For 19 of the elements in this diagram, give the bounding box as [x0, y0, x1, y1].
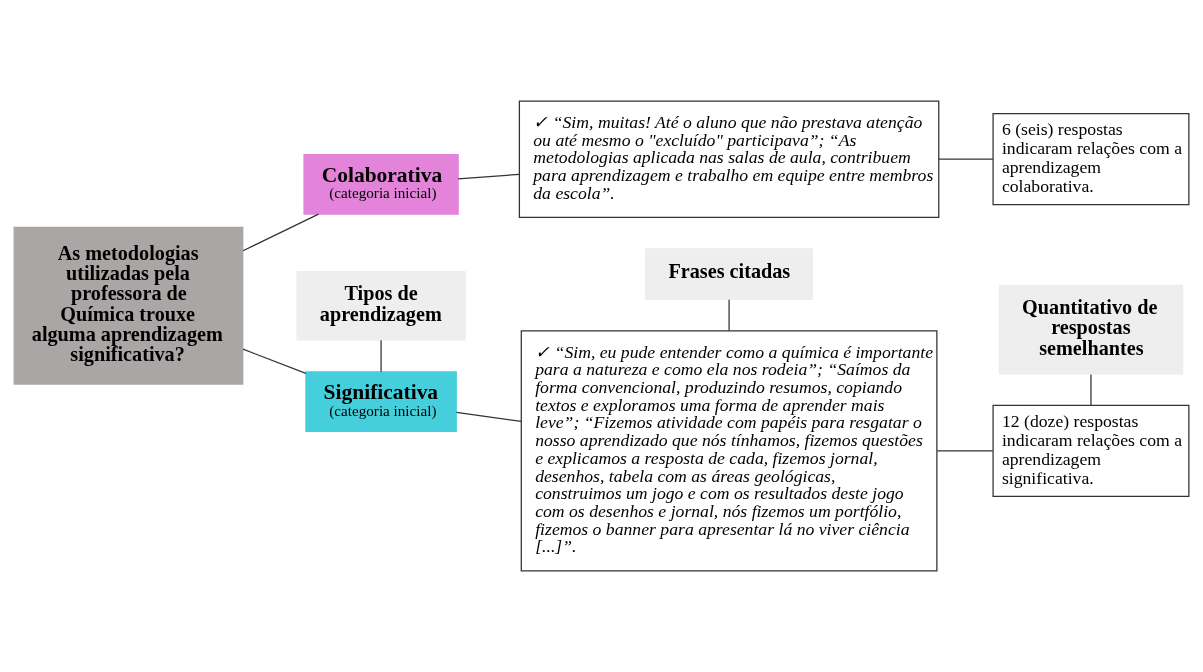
connector — [242, 213, 320, 252]
node-box: ✓ “Sim, muitas! Até o aluno que não prestava atenção ou até mesmo o "excluído" participava”; “As metodologias aplicada nas salas de aula, contribuem para aprendizagem e trabalho em equipe entre membros da escola”. — [518, 100, 940, 218]
connector — [728, 299, 730, 332]
node-box: 6 (seis) respostas indicaram relações com a aprendizagem colaborativa. — [992, 113, 1190, 206]
node-box: Significativa (categoria inicial) — [305, 371, 457, 432]
connector — [938, 158, 994, 160]
node-box: ✓ “Sim, eu pude entender como a química é importante para a natureza e como ela nos rodeia”; “Saímos da forma convencional, produzindo resumos, copiando textos e exploramos uma forma de aprender mais leve”; “Fizemos atividade com papéis para resgatar o nosso aprendizado que nós tínhamos, fizemos questões e explicamos a resposta de cada, fizemos jornal, desenhos, tabela com as áreas geológicas, construimos um jogo e com os resultados deste jogo com os desenhos e jornal, nós fizemos um portfólio, fizemos o banner para apresentar lá no viver ciência [...]”. — [520, 330, 938, 572]
node-box: 12 (doze) respostas indicaram relações com a aprendizagem significativa. — [992, 404, 1190, 498]
node-box: Colaborativa (categoria inicial) — [303, 154, 459, 215]
node-box: Tipos de aprendizagem — [296, 270, 466, 341]
connector — [1090, 373, 1092, 406]
node-box: As metodologias utilizadas pela professora de Química trouxe alguma aprendizagem significativa? — [13, 226, 244, 385]
connector — [457, 173, 520, 180]
connector — [936, 450, 994, 452]
node-box: Quantitativo de respostas semelhantes — [998, 284, 1184, 375]
connector — [455, 411, 522, 423]
connector — [242, 348, 307, 374]
connector — [380, 339, 382, 373]
node-box: Frases citadas — [645, 248, 814, 300]
